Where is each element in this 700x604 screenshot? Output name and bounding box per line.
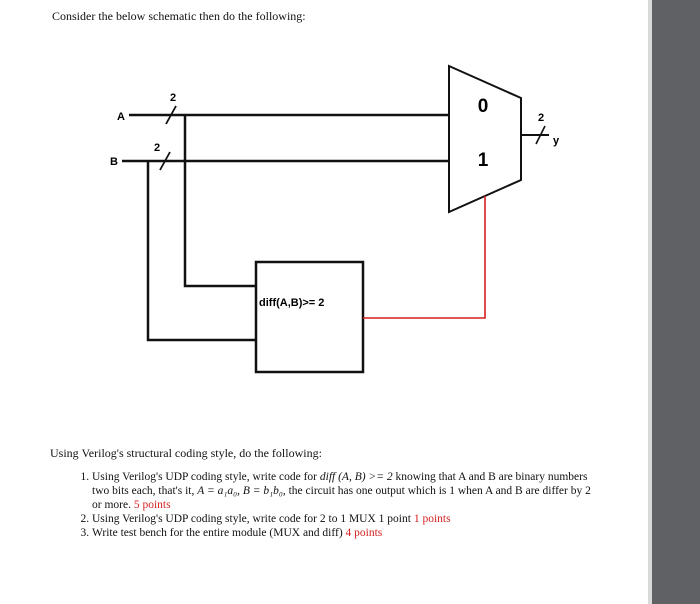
- instructions-heading: Using Verilog's structural coding style,…: [50, 446, 322, 460]
- output-y-label: y: [553, 135, 560, 147]
- task-list: Using Verilog's UDP coding style, write …: [72, 470, 602, 540]
- mux-block: [448, 64, 522, 214]
- page-edge: [648, 0, 652, 604]
- viewer-side-panel: [652, 0, 700, 604]
- bus-slash-y: [535, 125, 546, 145]
- bus-width-b: 2: [154, 142, 160, 154]
- binary-formula: A = a₁a₀, B = b₁b₀: [197, 485, 283, 497]
- points-badge: 4 points: [345, 527, 383, 539]
- mux-input-1: 1: [478, 150, 489, 171]
- points-badge: 5 points: [133, 499, 171, 511]
- input-a-label: A: [117, 111, 125, 123]
- task-item-2: Using Verilog's UDP coding style, write …: [92, 512, 602, 526]
- bus-slash-a: [165, 105, 177, 125]
- mux-input-0: 0: [478, 96, 489, 117]
- diff-function: diff (A, B) >= 2: [319, 471, 393, 483]
- select-wire: [363, 196, 486, 319]
- diff-block-label: diff(A,B)>= 2: [259, 297, 324, 309]
- diff-block: [254, 260, 365, 374]
- points-badge: 1 points: [413, 513, 451, 525]
- bus-width-y: 2: [538, 112, 544, 124]
- task-item-3: Write test bench for the entire module (…: [92, 526, 602, 540]
- bus-width-a: 2: [170, 92, 176, 104]
- intro-text: Consider the below schematic then do the…: [52, 9, 306, 23]
- input-b-label: B: [110, 156, 118, 168]
- wire-b-to-diff: [146, 161, 256, 342]
- schematic-diagram: A 2 B 2 0 1 2 y diff(A,B)>= 2: [110, 64, 560, 374]
- wire-a-to-diff: [183, 115, 256, 288]
- task-item-1: Using Verilog's UDP coding style, write …: [92, 470, 602, 512]
